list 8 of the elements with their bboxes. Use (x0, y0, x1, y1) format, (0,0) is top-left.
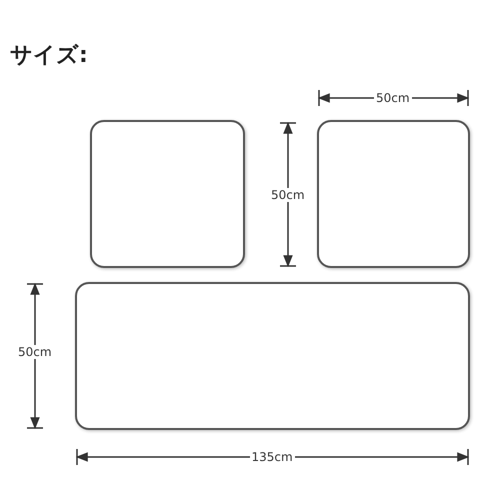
title: サイズ: (10, 42, 88, 70)
dimension-label: 50cm (16, 345, 54, 359)
dimension-label: 50cm (374, 91, 412, 105)
dimension-label: 50cm (269, 188, 307, 202)
mat-outline (90, 120, 245, 268)
mat-outline (75, 282, 470, 430)
dimension-label: 135cm (250, 450, 295, 464)
mat-outline (317, 120, 470, 268)
